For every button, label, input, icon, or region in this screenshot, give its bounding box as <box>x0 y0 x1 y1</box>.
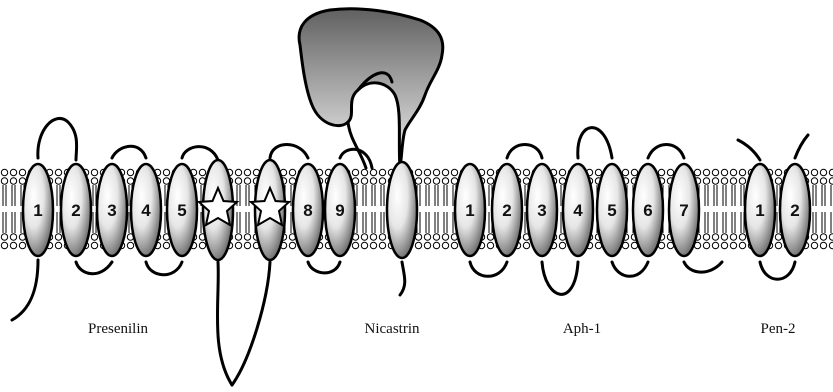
helix: 3 <box>97 164 127 256</box>
helix: 5 <box>167 164 197 256</box>
helix: 4 <box>131 164 161 256</box>
helix: 1 <box>745 164 775 256</box>
helix: 7 <box>669 164 699 256</box>
helix-number: 4 <box>573 201 583 220</box>
helix-number: 3 <box>537 201 546 220</box>
helix-number: 2 <box>790 201 799 220</box>
helix-number: 2 <box>502 201 511 220</box>
helix: 5 <box>597 164 627 256</box>
helix-number: 3 <box>107 201 116 220</box>
presenilin-label: Presenilin <box>88 321 148 337</box>
helix: 4 <box>563 164 593 256</box>
helix: 1 <box>455 164 485 256</box>
helix-number: 2 <box>71 201 80 220</box>
helix <box>387 162 417 258</box>
nicastrin-extracellular-domain <box>299 9 443 168</box>
aph-1-label: Aph-1 <box>563 321 601 337</box>
helix: 1 <box>23 164 53 256</box>
helix-number: 8 <box>303 201 312 220</box>
helix-number: 9 <box>335 201 344 220</box>
helix: 9 <box>325 164 355 256</box>
nicastrin-loops <box>400 262 405 295</box>
helix-number: 7 <box>679 201 688 220</box>
helix: 2 <box>492 164 522 256</box>
helix: 8 <box>293 164 323 256</box>
helix-number: 5 <box>607 201 616 220</box>
presenilin-loops <box>12 118 372 385</box>
helix-number: 1 <box>755 201 764 220</box>
helix-number: 1 <box>465 201 474 220</box>
pen-2-label: Pen-2 <box>761 321 796 337</box>
nicastrin-label: Nicastrin <box>365 321 420 337</box>
helix-number: 1 <box>33 201 42 220</box>
helix-number: 5 <box>177 201 186 220</box>
presenilin: 1 2 3 4 5 8 9 <box>23 160 355 337</box>
helix-number: 4 <box>141 201 151 220</box>
helix: 2 <box>780 164 810 256</box>
helix-number: 6 <box>643 201 652 220</box>
helix: 6 <box>633 164 663 256</box>
helix: 3 <box>527 164 557 256</box>
helix: 2 <box>61 164 91 256</box>
